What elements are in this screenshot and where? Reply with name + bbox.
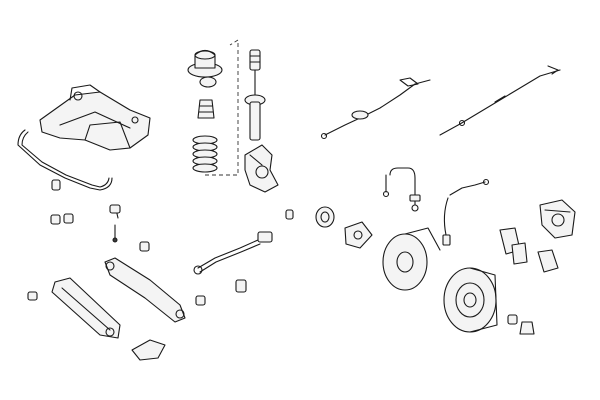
steering-knuckle xyxy=(244,144,279,193)
brake-disc xyxy=(382,227,441,291)
brake-disc xyxy=(443,267,498,333)
strut-top-mount xyxy=(187,49,223,88)
bushing xyxy=(131,339,166,361)
wheel-bearing xyxy=(315,206,335,228)
brake-hose xyxy=(382,167,421,212)
assembly-guide-line xyxy=(205,39,239,176)
bushing xyxy=(285,209,294,220)
brake-pad xyxy=(499,227,559,273)
stabilizer-bar xyxy=(17,129,113,191)
tie-rod xyxy=(193,231,273,275)
bushing xyxy=(50,179,74,225)
bushing xyxy=(507,314,535,335)
subframe xyxy=(39,84,151,151)
stabilizer-link xyxy=(109,204,121,243)
abs-sensor xyxy=(442,178,490,246)
control-arm xyxy=(104,257,186,323)
trailing-arm xyxy=(51,277,121,339)
handbrake-cable xyxy=(320,77,431,140)
coil-spring xyxy=(192,135,218,173)
handbrake-cable xyxy=(439,65,561,136)
wheel-hub xyxy=(344,221,373,249)
brake-caliper xyxy=(539,199,576,239)
bump-stop xyxy=(197,99,215,119)
bushing xyxy=(27,241,247,306)
shock-absorber xyxy=(244,49,266,141)
